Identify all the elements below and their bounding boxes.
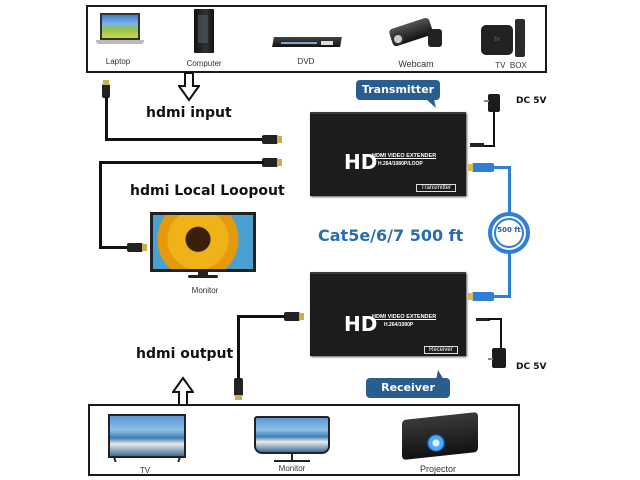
hdmi-plug-transmitter-in: [262, 135, 278, 144]
monitor-icon: [254, 416, 330, 462]
callout-pointer: [436, 370, 444, 380]
cable-spec-label: Cat5e/6/7 500 ft: [318, 226, 464, 245]
up-arrow-icon: [172, 376, 194, 406]
dvd-label: DVD: [297, 57, 315, 66]
tv-icon: [108, 414, 188, 462]
tv-label: TV: [139, 466, 151, 475]
laptop-icon: [96, 13, 144, 45]
laptop-label: Laptop: [105, 57, 131, 66]
power-adapter-transmitter-icon: [484, 94, 504, 154]
receiver-tag: Receiver: [424, 346, 458, 354]
transmitter-tag: Transmitter: [416, 184, 457, 192]
webcam-label: Webcam: [398, 59, 434, 69]
hdmi-output-cable: [237, 315, 285, 318]
hdmi-plug-source: [102, 84, 110, 98]
dvd-player-icon: [272, 33, 343, 49]
transmitter-device: HD HDMI VIDEO EXTENDER H.264/1080P/LOOP …: [310, 112, 466, 196]
transmitter-model-line2: H.264/1080P/LOOP: [378, 161, 423, 167]
tv-box-screen-text: tv: [481, 25, 513, 55]
receiver-device: HD HDMI VIDEO EXTENDER H.264/1080P Recei…: [310, 272, 466, 356]
receiver-hd-logo: HD: [344, 312, 378, 336]
source-devices-box: Laptop Computer DVD Webcam tv TV BOX: [86, 5, 547, 73]
hdmi-plug-display: [234, 378, 243, 396]
local-monitor-icon: [150, 212, 258, 282]
computer-icon: [188, 9, 220, 53]
webcam-icon: [388, 16, 448, 53]
power-adapter-receiver-icon: [488, 318, 510, 370]
local-monitor-label: Monitor: [191, 286, 219, 295]
cable-length-badge: 500 ft: [497, 226, 521, 234]
hdmi-plug-monitor: [127, 243, 143, 252]
projector-icon: [400, 410, 480, 462]
projector-label: Projector: [419, 464, 456, 474]
hdmi-loopout-cable: [100, 161, 264, 164]
cat-cable: [492, 166, 510, 169]
hdmi-output-label: hdmi output: [136, 346, 234, 362]
hdmi-plug-transmitter-loop: [262, 158, 278, 167]
down-arrow-icon: [178, 72, 200, 102]
hdmi-plug-receiver-out: [284, 312, 300, 321]
receiver-callout: Receiver: [366, 378, 450, 398]
receiver-model-line2: H.264/1080P: [384, 322, 414, 328]
tv-box-label: TV BOX: [495, 61, 527, 70]
rj45-plug-transmitter: [472, 163, 494, 172]
monitor-label: Monitor: [278, 464, 306, 473]
receiver-power-label: DC 5V: [516, 362, 547, 372]
tv-box-icon: tv: [481, 19, 537, 59]
transmitter-model-line1: HDMI VIDEO EXTENDER: [372, 153, 437, 159]
callout-pointer: [426, 99, 436, 108]
transmitter-hd-logo: HD: [344, 150, 378, 174]
transmitter-callout: Transmitter: [356, 80, 440, 100]
hdmi-input-label: hdmi input: [146, 105, 232, 121]
rj45-plug-receiver: [472, 292, 494, 301]
cable-length-loop: [488, 212, 530, 254]
computer-label: Computer: [186, 59, 222, 68]
display-devices-box: TV Monitor Projector: [88, 404, 520, 476]
hdmi-loopout-label: hdmi Local Loopout: [130, 183, 285, 199]
hdmi-input-cable: [105, 97, 108, 140]
transmitter-power-label: DC 5V: [516, 96, 547, 106]
receiver-model-line1: HDMI VIDEO EXTENDER: [372, 314, 437, 320]
